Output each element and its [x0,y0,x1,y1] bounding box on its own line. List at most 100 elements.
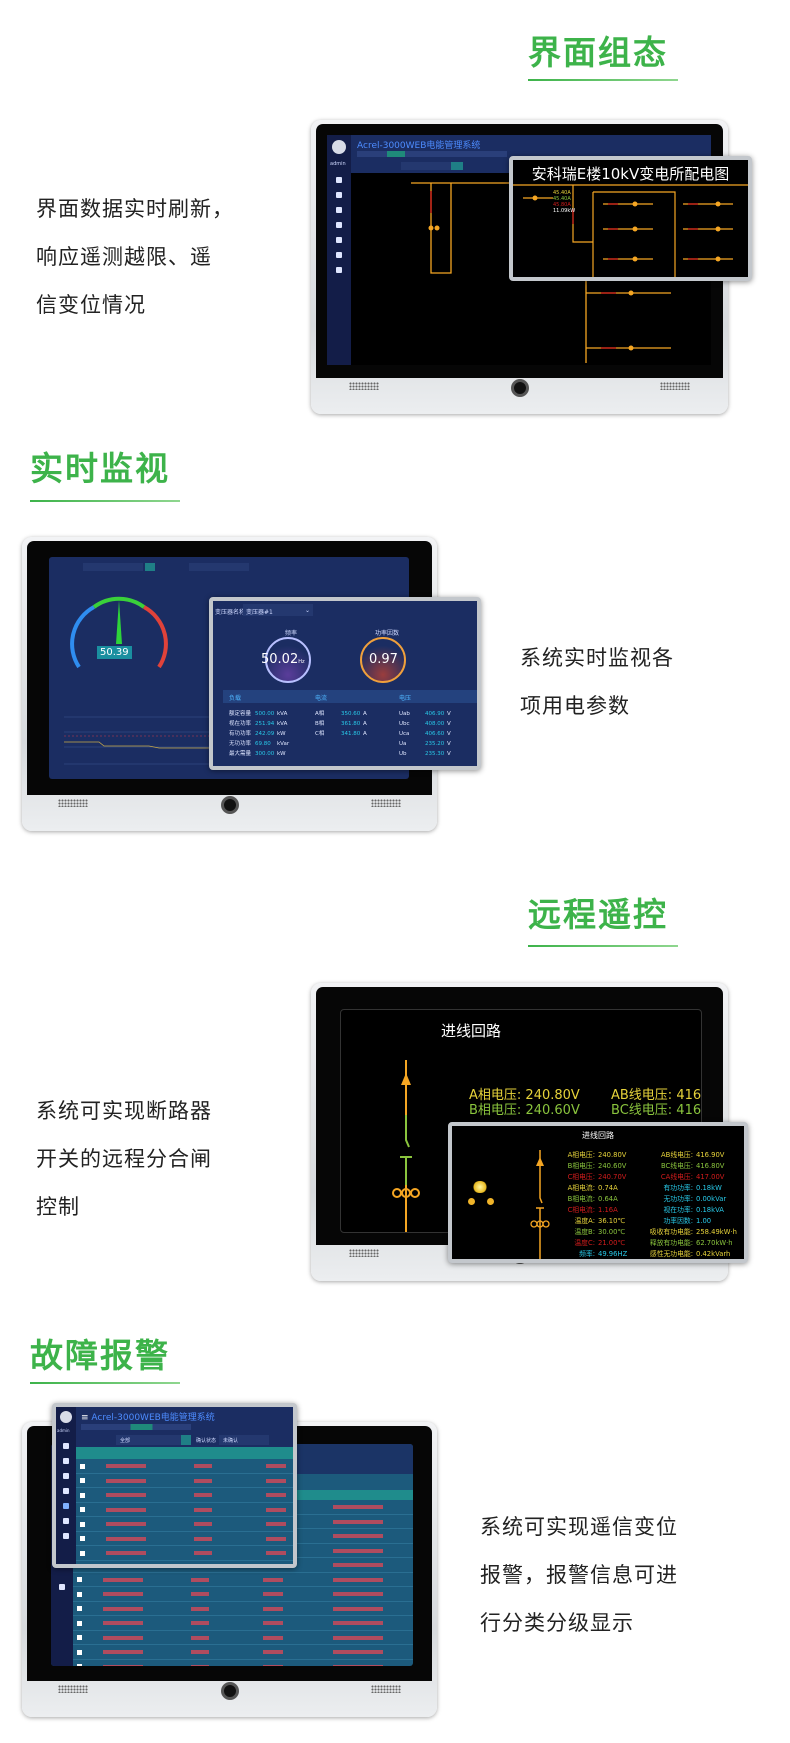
reading-row: B相电流:0.64A [552,1194,634,1205]
reading-label: 温度A: [574,1217,595,1225]
pf-value: 0.97 [369,652,398,667]
alarm-row[interactable] [73,1645,413,1660]
settings-icon[interactable] [336,267,342,273]
row-checkbox[interactable] [80,1492,85,1498]
reading-row: 温度A:36.10℃ [552,1216,634,1227]
alarm-row[interactable] [76,1474,293,1488]
row-checkbox[interactable] [80,1463,85,1469]
row-checkbox[interactable] [80,1536,85,1542]
home-icon[interactable] [336,177,342,183]
row-checkbox[interactable] [77,1606,82,1612]
folder-icon[interactable] [336,192,342,198]
home-icon[interactable] [63,1443,69,1449]
diagram-detail [513,184,748,277]
load-rate-trend [64,716,229,765]
row-checkbox[interactable] [80,1507,85,1513]
reading: 45.40A [553,190,571,196]
folder-icon[interactable] [63,1458,69,1464]
station-select[interactable] [83,563,143,571]
alarm-row[interactable] [76,1517,293,1532]
kv-unit: kVar [277,741,290,747]
alarm-cell [263,1606,283,1611]
alarm-row[interactable] [76,1532,293,1546]
reading-label: BC线电压: [611,1103,673,1118]
search-icon[interactable] [451,162,463,170]
alarm-row[interactable] [76,1488,293,1503]
alarm-cell [266,1566,286,1568]
alarm-row[interactable] [76,1503,293,1517]
row-checkbox[interactable] [77,1577,82,1583]
edit-icon[interactable] [63,1518,69,1524]
tool-icon[interactable] [63,1488,69,1494]
alarm-row[interactable] [73,1587,413,1602]
alarm-cell [266,1507,286,1512]
reading-row: BC线电压:416.80V [636,1161,744,1172]
transformer-select[interactable]: 变压器#1⌄ [243,604,313,616]
row-checkbox[interactable] [77,1620,82,1626]
alarm-row[interactable] [73,1616,413,1631]
row-checkbox[interactable] [80,1478,85,1484]
kv-label: Ubc [399,721,410,727]
nav-tabs[interactable] [357,151,507,157]
load-gauge [70,596,168,669]
alarm-row[interactable] [76,1561,293,1568]
confirm-select[interactable]: 未确认 [219,1435,269,1445]
alarm-row[interactable] [76,1546,293,1561]
search-input[interactable] [401,162,451,170]
transformer-select[interactable] [189,563,249,571]
reading-label: BC线电压: [661,1162,693,1170]
row-checkbox[interactable] [80,1550,85,1556]
freq-value: 50.02 [261,652,299,667]
station-filter[interactable]: 全部 [116,1435,181,1445]
row-checkbox[interactable] [77,1635,82,1641]
search-icon[interactable] [181,1435,191,1445]
nav-tabs[interactable] [81,1424,191,1430]
title-underline [30,500,180,502]
chart-icon[interactable] [63,1473,69,1479]
tool-icon[interactable] [336,222,342,228]
search-icon[interactable] [145,563,155,571]
row-checkbox[interactable] [77,1591,82,1597]
alarm-cell [103,1606,143,1611]
breaker-lamp-icon[interactable] [472,1181,488,1193]
row-checkbox[interactable] [77,1649,82,1655]
reading-value: 0.74A [598,1184,618,1192]
chart-icon[interactable] [336,207,342,213]
reading-value: 30.00℃ [598,1228,626,1236]
col-current: 电流 [315,695,328,702]
document-icon[interactable] [336,237,342,243]
col-load: 负载 [229,695,242,702]
alarm-cell [103,1592,143,1597]
row-checkbox[interactable] [80,1521,85,1527]
section-title-alarm: 故障报警 [30,1336,170,1375]
row-checkbox[interactable] [77,1664,82,1666]
menu-icon[interactable]: ≡ [81,1413,92,1423]
settings-icon[interactable] [59,1584,65,1590]
settings-icon[interactable] [63,1533,69,1539]
close-button[interactable] [468,1198,475,1205]
camera-icon [510,379,529,397]
reading-value: 62.70kW·h [696,1239,733,1247]
speaker-left [349,1249,379,1257]
alarm-row[interactable] [73,1602,413,1616]
app-title-row: ≡ Acrel-3000WEB电能管理系统 [81,1410,215,1423]
document-icon[interactable] [63,1503,69,1509]
alarm-cell [266,1478,286,1483]
alarm-cell [103,1635,143,1640]
incoming-line-diagram [530,1150,550,1259]
alarm-row[interactable] [76,1459,293,1474]
alarm-row[interactable] [73,1573,413,1587]
reading-value: 240.60V [525,1103,580,1118]
edit-icon[interactable] [336,252,342,258]
reading-value: 0.64A [598,1195,618,1203]
reading-value: 416 [676,1088,702,1103]
row-checkbox[interactable] [80,1565,85,1568]
open-button[interactable] [487,1198,494,1205]
alarm-row[interactable] [73,1631,413,1645]
title-underline [528,945,678,947]
freq-readout: 50.02Hz [261,652,305,667]
reading-row: 温度C:21.00℃ [552,1238,634,1249]
alarm-row[interactable] [73,1660,413,1666]
